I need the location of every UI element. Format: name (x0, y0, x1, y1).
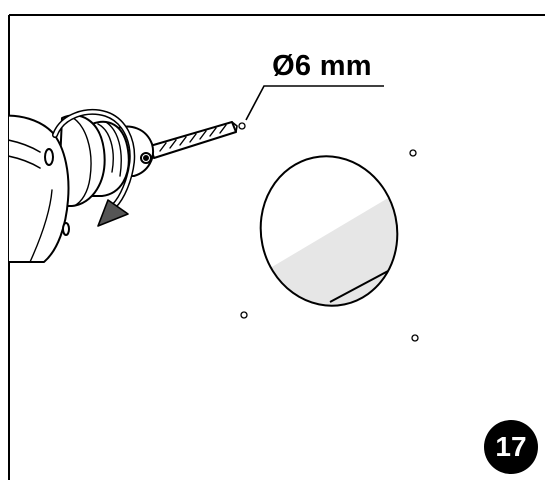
glass-window (250, 150, 410, 319)
screw-hole (411, 334, 419, 342)
drill-bit (149, 121, 238, 159)
power-drill (9, 109, 238, 263)
screw-holes (238, 122, 419, 342)
callout-leader-line (245, 85, 384, 121)
drill-target-hole (238, 122, 246, 130)
screw-hole (409, 149, 417, 157)
drill-bit-size-label: Ø6 mm (272, 50, 372, 82)
step-number-badge: 17 (484, 420, 538, 474)
drill-body (9, 114, 70, 263)
rotation-arrow-icon (52, 109, 136, 227)
drill-chuck (57, 114, 154, 207)
screw-hole (240, 311, 248, 319)
